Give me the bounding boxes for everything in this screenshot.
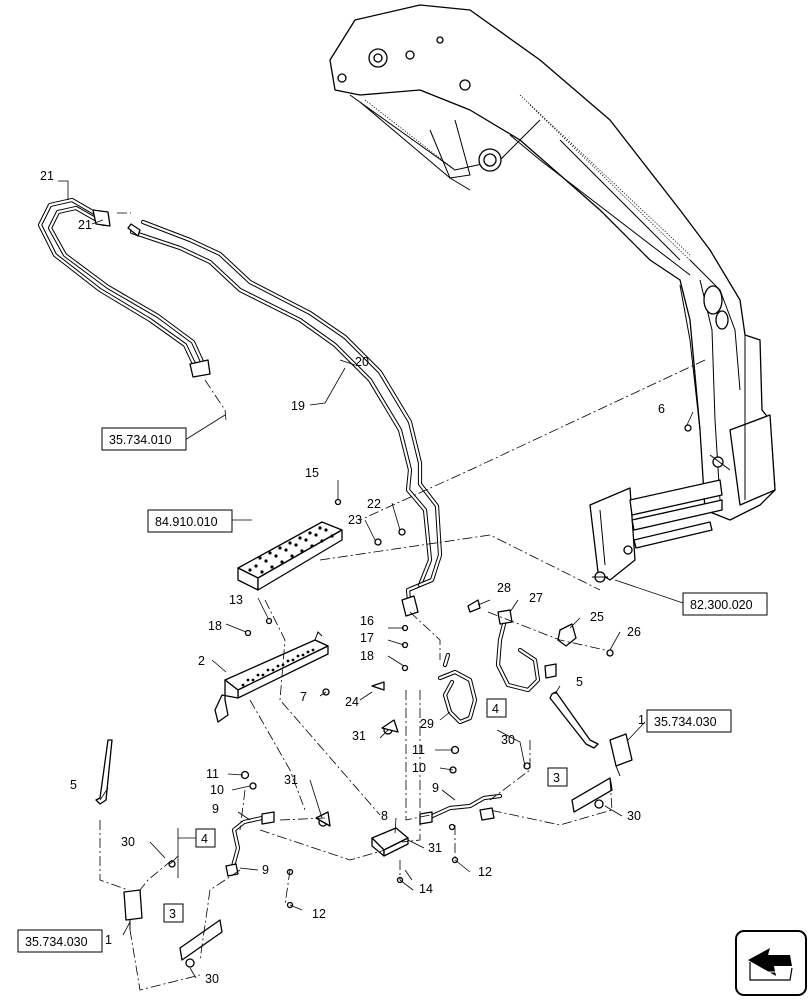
- boxed-item-4-right: 4: [486, 698, 507, 718]
- cover-plate-left: [179, 919, 223, 961]
- reference-box-switch-right[interactable]: 35.734.030: [646, 709, 732, 733]
- construction-lines: [99, 212, 706, 991]
- callout-29: 29: [420, 717, 434, 731]
- callout-10a: 10: [412, 761, 426, 775]
- callout-12a: 12: [478, 865, 492, 879]
- reference-box-frame[interactable]: 82.300.020: [682, 592, 768, 616]
- boxed-label-4b: 4: [201, 832, 208, 846]
- callout-5b: 5: [70, 778, 77, 792]
- boxed-label-4a: 4: [492, 702, 499, 716]
- cover-plate-right: [571, 777, 613, 813]
- callout-9b: 9: [212, 802, 219, 816]
- elbow-hose: [495, 609, 557, 693]
- step-bracket: [214, 631, 329, 723]
- callout-17: 17: [360, 631, 374, 645]
- callout-10b: 10: [210, 783, 224, 797]
- callout-18a: 18: [208, 619, 222, 633]
- navigation-arrow-icon[interactable]: [735, 930, 807, 996]
- callout-22: 22: [367, 497, 381, 511]
- rod-right: [549, 691, 599, 749]
- callout-27: 27: [529, 591, 543, 605]
- switch-right: [609, 733, 633, 777]
- callout-11b: 11: [206, 767, 219, 781]
- callout-23: 23: [348, 513, 362, 527]
- reference-label-switch-right: 35.734.030: [654, 715, 717, 729]
- callout-30a: 30: [501, 733, 515, 747]
- callout-24: 24: [345, 695, 359, 709]
- callout-8: 8: [381, 809, 388, 823]
- rod-left: [95, 739, 113, 805]
- reference-label-frame: 82.300.020: [690, 598, 753, 612]
- callout-30d: 30: [205, 972, 219, 986]
- callout-1a: 1: [638, 713, 645, 727]
- reference-label-step: 84.910.010: [155, 515, 218, 529]
- reference-label-hose: 35.734.010: [109, 433, 172, 447]
- callout-2: 2: [198, 654, 205, 668]
- callout-9a: 9: [432, 781, 439, 795]
- callout-18b: 18: [360, 649, 374, 663]
- callout-21a: 21: [40, 169, 54, 183]
- callout-9c: 9: [262, 863, 269, 877]
- callout-12b: 12: [312, 907, 326, 921]
- hydraulic-tube-pair: [127, 219, 443, 617]
- callout-19: 19: [291, 399, 305, 413]
- reference-label-switch-left: 35.734.030: [25, 935, 88, 949]
- callout-25: 25: [590, 610, 604, 624]
- mount-bracket: [589, 479, 723, 583]
- callout-21b: 21: [78, 218, 92, 232]
- reference-box-switch-left[interactable]: 35.734.030: [17, 929, 103, 953]
- boxed-label-3a: 3: [553, 771, 560, 785]
- boxed-item-3-right: 3: [547, 767, 568, 787]
- loader-boom: [329, 4, 776, 521]
- step-plate: [237, 521, 343, 591]
- callout-26: 26: [627, 625, 641, 639]
- callout-28: 28: [497, 581, 511, 595]
- callout-6: 6: [658, 402, 665, 416]
- leader-lines: [58, 180, 694, 979]
- callout-13: 13: [229, 593, 243, 607]
- callout-30b: 30: [627, 809, 641, 823]
- boxed-item-4-left: 4: [169, 828, 216, 878]
- callout-31a: 31: [352, 729, 366, 743]
- tie-28: [467, 599, 481, 613]
- coiled-hose: [437, 652, 478, 725]
- callout-7: 7: [300, 690, 307, 704]
- reference-box-hose[interactable]: 35.734.010: [101, 427, 187, 451]
- callout-5a: 5: [576, 675, 583, 689]
- reference-box-step[interactable]: 84.910.010: [147, 509, 233, 533]
- callout-labels: 21 21 20 19 15 22 23 13 18 2 7 16 17 18 …: [40, 169, 665, 986]
- callout-11a: 11: [412, 743, 425, 757]
- switch-left: [123, 889, 143, 930]
- callout-20: 20: [355, 355, 369, 369]
- callout-30c: 30: [121, 835, 135, 849]
- hose-pair: [37, 197, 211, 378]
- callout-31c: 31: [428, 841, 442, 855]
- callout-1b: 1: [105, 933, 112, 947]
- harness-right: [419, 793, 503, 825]
- boxed-label-3b: 3: [169, 907, 176, 921]
- boxed-item-3-left: 3: [163, 903, 184, 923]
- callout-31b: 31: [284, 773, 298, 787]
- callout-16: 16: [360, 614, 374, 628]
- callout-14: 14: [419, 882, 433, 896]
- callout-15: 15: [305, 466, 319, 480]
